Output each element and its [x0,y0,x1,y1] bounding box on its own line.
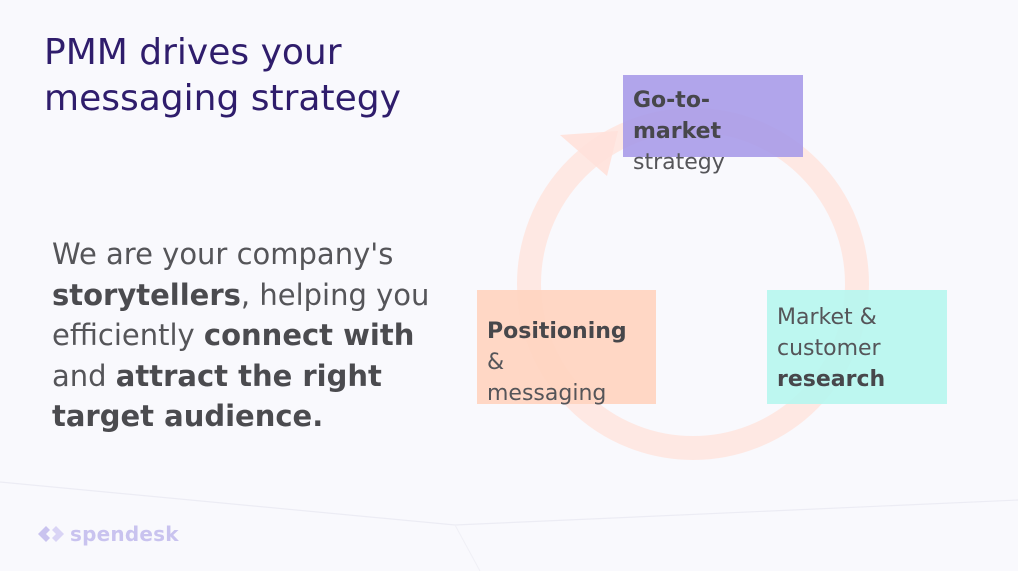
title-line-1: PMM drives your [44,32,342,73]
go-to-market-rest: strategy [633,150,725,175]
market-line-1: Market & [777,305,877,330]
positioning-amp: & [487,350,505,375]
market-bold: research [777,367,886,392]
cycle-arrowhead [560,131,618,176]
spendesk-logo-icon [38,526,64,542]
go-to-market-box: Go-to-market strategy [623,75,803,175]
slide-title: PMM drives your messaging strategy [44,30,464,122]
body-bold-connect: connect with [203,318,415,352]
body-text-2: , helping you efficiently [52,277,430,353]
market-line-2: customer [777,336,881,361]
positioning-rest: messaging [487,381,607,406]
spendesk-logo: spendesk [38,520,179,548]
body-text-3: and [52,358,116,393]
body-bold-attract: attract the right target audience. [52,358,382,434]
market-research-box: Market & customer research [767,290,947,404]
body-paragraph: We are your company's storytellers, help… [52,234,432,437]
body-bold-storytellers: storytellers [52,277,241,312]
spendesk-logo-text: spendesk [70,522,179,546]
title-line-2: messaging strategy [44,78,401,119]
go-to-market-bold: Go-to-market [633,88,722,144]
positioning-bold: Positioning [487,319,627,344]
positioning-box: Positioning & messaging [477,290,656,406]
body-text-1: We are your company's [52,237,394,271]
